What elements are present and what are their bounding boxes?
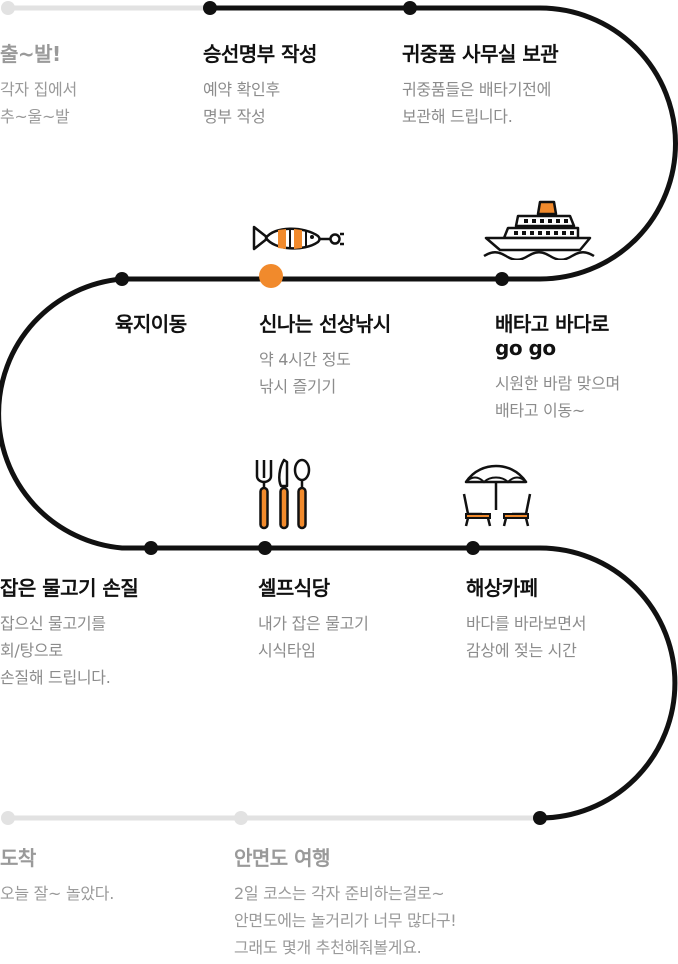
step-title: 해상카페 bbox=[466, 576, 538, 600]
step-valuables-storage: 귀중품 사무실 보관 귀중품들은 배타기전에 보관해 드립니다. bbox=[402, 42, 559, 130]
timeline-dot-ship bbox=[495, 272, 509, 286]
step-desc-line: 내가 잡은 물고기 bbox=[258, 614, 369, 633]
step-desc-line: 회/탕으로 bbox=[0, 641, 63, 660]
timeline-dot-cafe bbox=[466, 541, 480, 555]
cutlery-icon bbox=[255, 458, 311, 530]
step-desc-line: 약 4시간 정도 bbox=[259, 350, 351, 369]
step-desc-line: 시원한 바람 맞으며 bbox=[495, 374, 620, 393]
timeline-dot-end bbox=[533, 811, 547, 825]
step-title: 신나는 선상낚시 bbox=[259, 312, 391, 336]
step-desc-line: 귀중품들은 배타기전에 bbox=[402, 80, 551, 99]
timeline-dot-start bbox=[1, 1, 15, 15]
step-title: 도착 bbox=[0, 846, 36, 870]
step-title: 승선명부 작성 bbox=[203, 42, 317, 66]
timeline-dot-arrive bbox=[1, 811, 15, 825]
step-desc-line: 시식타임 bbox=[258, 641, 316, 660]
step-arrival: 도착 오늘 잘~ 놀았다. bbox=[0, 846, 114, 907]
timeline-dot-current bbox=[259, 264, 283, 288]
step-boat-to-sea: 배타고 바다로 go go 시원한 바람 맞으며 배타고 이동~ bbox=[495, 312, 620, 424]
step-sea-cafe: 해상카페 바다를 바라보면서 감상에 젖는 시간 bbox=[466, 576, 586, 664]
timeline-dot-travel bbox=[234, 811, 248, 825]
step-title: 안면도 여행 bbox=[234, 846, 330, 870]
step-title: 출~발! bbox=[0, 42, 61, 66]
timeline-dot-valuables bbox=[403, 1, 417, 15]
step-title: 잡은 물고기 손질 bbox=[0, 576, 139, 600]
step-desc-line: 감상에 젖는 시간 bbox=[466, 641, 577, 660]
cruise-ship-icon bbox=[483, 200, 595, 260]
step-desc-line: 손질해 드립니다. bbox=[0, 668, 111, 687]
step-desc-line: 잡으신 물고기를 bbox=[0, 614, 106, 633]
step-fish-cleaning: 잡은 물고기 손질 잡으신 물고기를 회/탕으로 손질해 드립니다. bbox=[0, 576, 139, 691]
step-desc-line: 명부 작성 bbox=[203, 107, 266, 126]
step-desc-line: 추~울~발 bbox=[0, 107, 70, 126]
step-desc-line: 2일 코스는 각자 준비하는걸로~ bbox=[234, 884, 445, 903]
step-fishing: 신나는 선상낚시 약 4시간 정도 낚시 즐기기 bbox=[259, 312, 391, 400]
step-title: 셀프식당 bbox=[258, 576, 330, 600]
timeline-dot-land bbox=[115, 272, 129, 286]
step-title: 육지이동 bbox=[115, 312, 187, 336]
timeline-dot-clean bbox=[144, 541, 158, 555]
step-desc-line: 낚시 즐기기 bbox=[259, 377, 336, 396]
step-desc-line: 오늘 잘~ 놀았다. bbox=[0, 884, 114, 903]
fishing-lure-icon bbox=[252, 225, 344, 251]
step-desc-line: 바다를 바라보면서 bbox=[466, 614, 587, 633]
step-title: 배타고 바다로 bbox=[495, 312, 609, 336]
step-anmyeondo-trip: 안면도 여행 2일 코스는 각자 준비하는걸로~ 안면도에는 놀거리가 너무 많… bbox=[234, 846, 457, 961]
step-title: 귀중품 사무실 보관 bbox=[402, 42, 559, 66]
step-title-line2: go go bbox=[495, 336, 556, 360]
step-departure: 출~발! 각자 집에서 추~울~발 bbox=[0, 42, 77, 130]
beach-umbrella-icon bbox=[462, 464, 532, 527]
step-land-move: 육지이동 bbox=[115, 312, 187, 336]
timeline-dot-restaurant bbox=[258, 541, 272, 555]
step-desc-line: 그래도 몇개 추천해줘볼게요. bbox=[234, 938, 422, 957]
timeline-dot-register bbox=[203, 1, 217, 15]
step-desc-line: 각자 집에서 bbox=[0, 80, 77, 99]
step-desc-line: 보관해 드립니다. bbox=[402, 107, 513, 126]
step-desc-line: 예약 확인후 bbox=[203, 80, 280, 99]
step-desc-line: 안면도에는 놀거리가 너무 많다구! bbox=[234, 911, 457, 930]
step-desc-line: 배타고 이동~ bbox=[495, 401, 585, 420]
step-boarding-register: 승선명부 작성 예약 확인후 명부 작성 bbox=[203, 42, 317, 130]
step-self-restaurant: 셀프식당 내가 잡은 물고기 시식타임 bbox=[258, 576, 369, 664]
